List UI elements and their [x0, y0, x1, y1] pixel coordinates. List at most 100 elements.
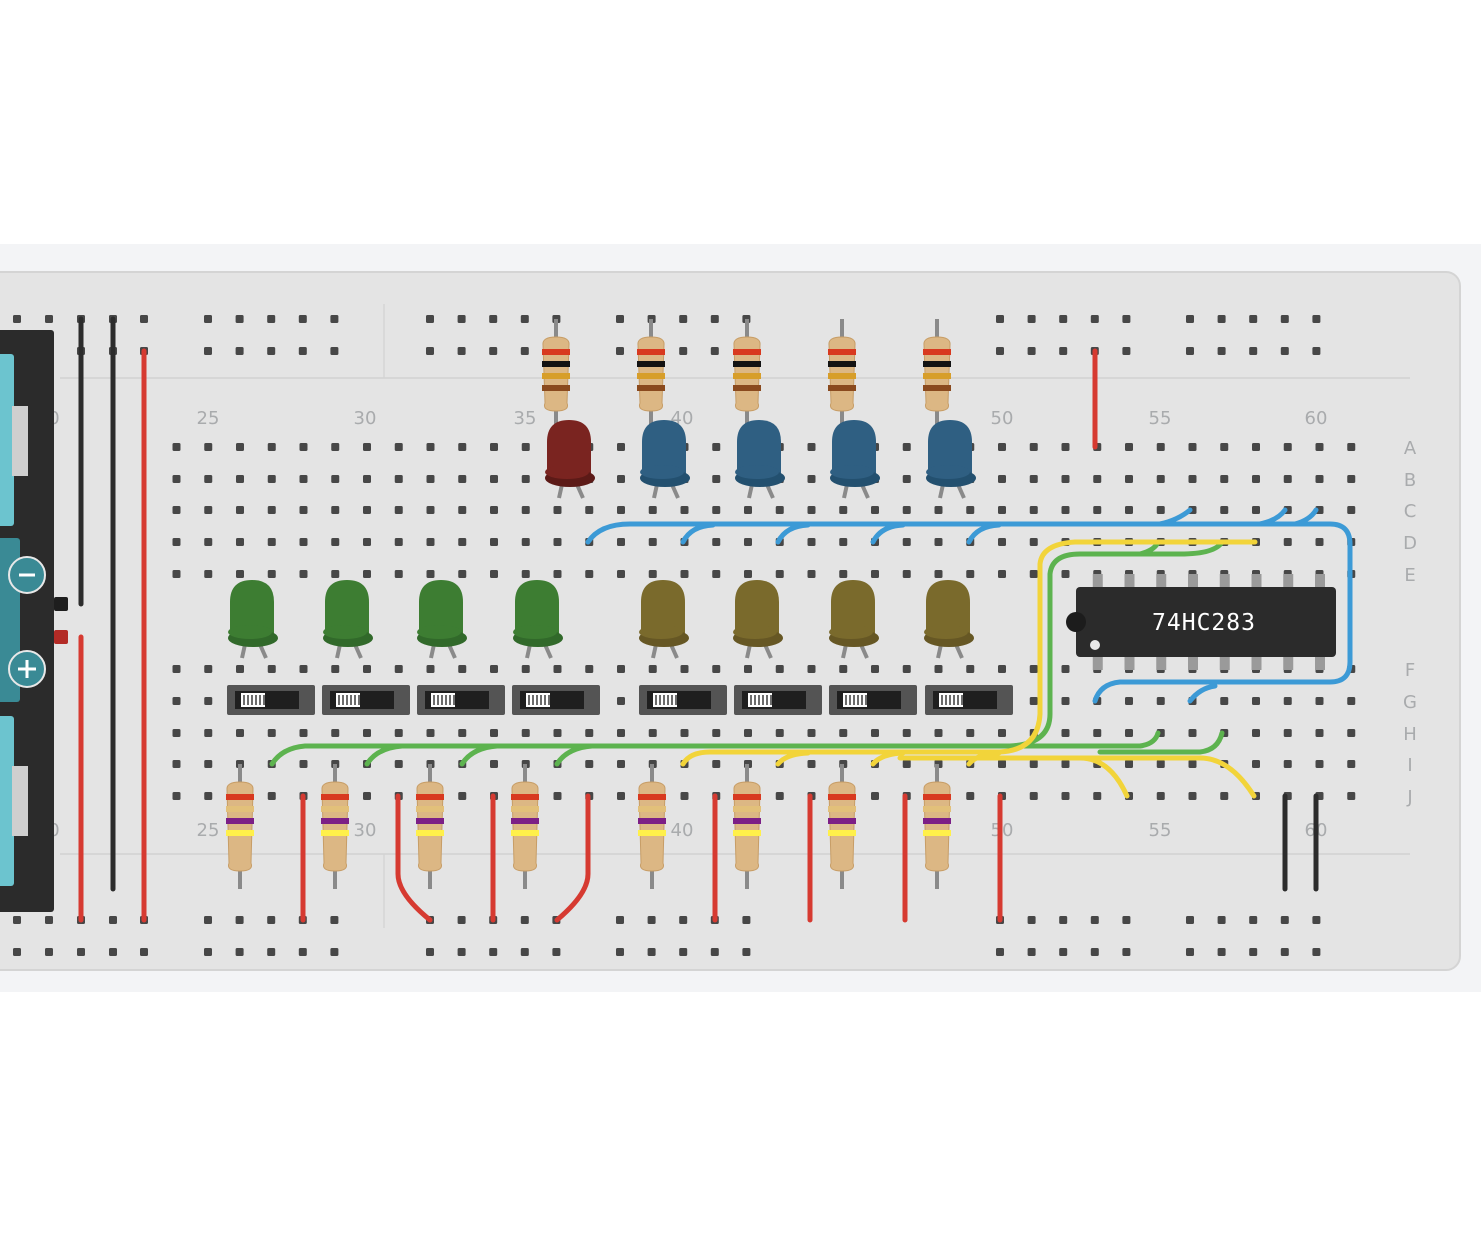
- breadboard-hole[interactable]: [998, 475, 1006, 483]
- breadboard-hole[interactable]: [236, 475, 244, 483]
- rail-hole[interactable]: [1280, 916, 1289, 924]
- rail-hole[interactable]: [1249, 948, 1258, 956]
- breadboard-hole[interactable]: [363, 443, 371, 451]
- breadboard-hole[interactable]: [236, 665, 244, 673]
- breadboard-hole[interactable]: [617, 570, 625, 578]
- switch-knob[interactable]: [336, 693, 360, 707]
- rail-hole[interactable]: [45, 916, 53, 924]
- breadboard-hole[interactable]: [458, 538, 467, 546]
- breadboard-hole[interactable]: [553, 729, 562, 737]
- breadboard-hole[interactable]: [1252, 760, 1260, 768]
- wire-green-switch-branch[interactable]: [364, 743, 405, 767]
- rail-hole[interactable]: [1217, 315, 1226, 323]
- resistor-top[interactable]: [828, 319, 856, 429]
- breadboard-hole[interactable]: [998, 506, 1006, 514]
- breadboard-hole[interactable]: [712, 443, 721, 451]
- breadboard-hole[interactable]: [521, 570, 530, 578]
- slide-switch[interactable]: [925, 685, 1013, 715]
- resistor-bottom[interactable]: [321, 764, 349, 889]
- wire-red-curved-2[interactable]: [554, 793, 591, 923]
- breadboard-hole[interactable]: [458, 506, 467, 514]
- breadboard-hole[interactable]: [1347, 475, 1356, 483]
- wire-blue-chip-c2[interactable]: [1257, 507, 1288, 527]
- rail-hole[interactable]: [520, 315, 529, 323]
- breadboard-hole[interactable]: [1061, 697, 1070, 705]
- breadboard-hole[interactable]: [617, 697, 625, 705]
- slide-switch[interactable]: [829, 685, 917, 715]
- breadboard-hole[interactable]: [363, 570, 371, 578]
- breadboard-hole[interactable]: [1029, 570, 1038, 578]
- breadboard-hole[interactable]: [458, 729, 467, 737]
- wire-blue-chip-c3[interactable]: [1292, 507, 1319, 527]
- switch-knob[interactable]: [241, 693, 265, 707]
- rail-hole[interactable]: [426, 948, 434, 956]
- rail-hole[interactable]: [679, 916, 688, 924]
- rail-hole[interactable]: [267, 347, 276, 355]
- rail-hole[interactable]: [1090, 315, 1099, 323]
- breadboard-hole[interactable]: [299, 665, 308, 673]
- led-input-olive[interactable]: [924, 580, 974, 659]
- rail-hole[interactable]: [457, 916, 466, 924]
- breadboard-hole[interactable]: [1315, 538, 1324, 546]
- breadboard-hole[interactable]: [839, 506, 848, 514]
- slide-switch[interactable]: [734, 685, 822, 715]
- breadboard-hole[interactable]: [394, 443, 403, 451]
- breadboard-hole[interactable]: [172, 443, 181, 451]
- breadboard-hole[interactable]: [331, 475, 340, 483]
- breadboard-hole[interactable]: [902, 506, 911, 514]
- breadboard-hole[interactable]: [1029, 538, 1038, 546]
- rail-hole[interactable]: [13, 948, 21, 956]
- breadboard-hole[interactable]: [966, 792, 975, 800]
- breadboard-hole[interactable]: [902, 760, 911, 768]
- led-input-olive[interactable]: [639, 580, 689, 659]
- breadboard-hole[interactable]: [1188, 760, 1197, 768]
- breadboard-hole[interactable]: [775, 729, 784, 737]
- breadboard-hole[interactable]: [1156, 697, 1165, 705]
- rail-hole[interactable]: [710, 948, 719, 956]
- resistor-bottom[interactable]: [638, 764, 666, 889]
- rail-hole[interactable]: [1249, 315, 1258, 323]
- breadboard-hole[interactable]: [1156, 506, 1165, 514]
- breadboard-hole[interactable]: [902, 570, 911, 578]
- breadboard-hole[interactable]: [204, 538, 213, 546]
- rail-hole[interactable]: [489, 315, 498, 323]
- resistor-top[interactable]: [542, 319, 570, 429]
- breadboard-hole[interactable]: [1029, 760, 1038, 768]
- rail-hole[interactable]: [679, 948, 688, 956]
- rail-hole[interactable]: [710, 315, 719, 323]
- rail-hole[interactable]: [426, 315, 434, 323]
- breadboard-hole[interactable]: [775, 570, 784, 578]
- breadboard-hole[interactable]: [1093, 792, 1102, 800]
- breadboard-hole[interactable]: [299, 570, 308, 578]
- resistor-bottom[interactable]: [923, 764, 951, 889]
- breadboard-hole[interactable]: [1125, 506, 1133, 514]
- breadboard-hole[interactable]: [648, 506, 657, 514]
- rail-hole[interactable]: [489, 948, 498, 956]
- breadboard-hole[interactable]: [712, 665, 721, 673]
- breadboard-hole[interactable]: [204, 443, 213, 451]
- rail-hole[interactable]: [204, 347, 212, 355]
- rail-hole[interactable]: [235, 916, 244, 924]
- breadboard-hole[interactable]: [172, 665, 181, 673]
- breadboard-hole[interactable]: [1061, 729, 1070, 737]
- rail-hole[interactable]: [109, 948, 117, 956]
- breadboard-hole[interactable]: [744, 729, 752, 737]
- breadboard-hole[interactable]: [585, 729, 594, 737]
- breadboard-hole[interactable]: [426, 475, 435, 483]
- wire-green-chip-h1[interactable]: [997, 730, 1161, 749]
- switch-knob[interactable]: [526, 693, 550, 707]
- rail-hole[interactable]: [996, 315, 1004, 323]
- breadboard-hole[interactable]: [426, 729, 435, 737]
- rail-hole[interactable]: [1217, 916, 1226, 924]
- wire-red-curved-1[interactable]: [395, 793, 433, 923]
- breadboard-hole[interactable]: [712, 475, 721, 483]
- breadboard-hole[interactable]: [553, 506, 562, 514]
- breadboard-hole[interactable]: [807, 760, 816, 768]
- breadboard-hole[interactable]: [744, 570, 752, 578]
- led-input-green[interactable]: [228, 580, 278, 659]
- rail-hole[interactable]: [647, 916, 656, 924]
- breadboard-hole[interactable]: [490, 665, 498, 673]
- components-layer[interactable]: [226, 319, 1013, 889]
- rail-hole[interactable]: [1186, 916, 1194, 924]
- led-input-green[interactable]: [417, 580, 467, 659]
